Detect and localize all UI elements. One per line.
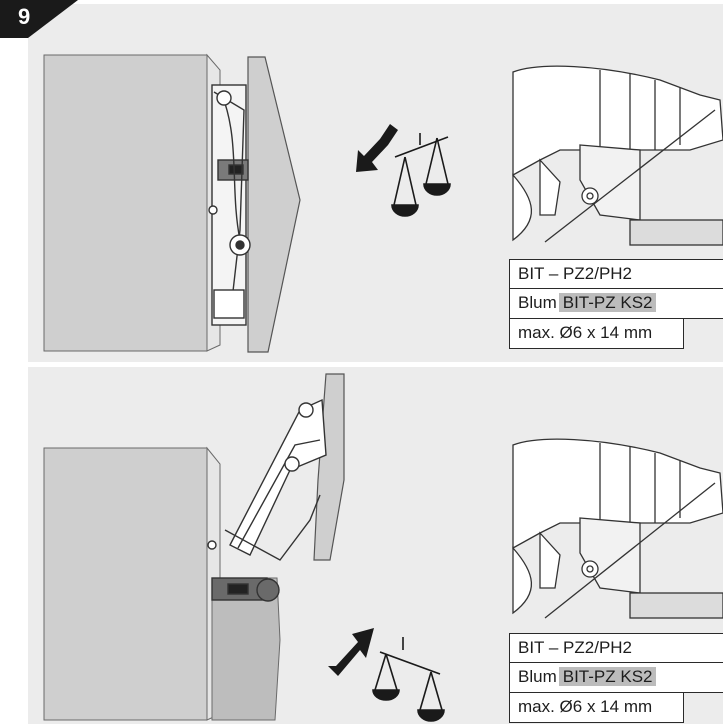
step-number: 9 [18,4,31,29]
arrow-up-right-icon [328,628,374,676]
balance-scale-icon [372,637,445,722]
spec-brand: Blum [518,293,557,312]
spec-brand: Blum [518,667,557,686]
spec-bit-row: BIT – PZ2/PH2 [509,259,723,289]
lift-mechanism-open [207,398,327,602]
spec-product-highlight: BIT-PZ KS2 [558,667,657,686]
arrow-down-left-icon [356,124,398,172]
spec-max-row: max. Ø6 x 14 mm [509,693,684,723]
drill-illustration-bottom [512,438,723,619]
cabinet-side-open [43,447,208,721]
balance-scale-icon [391,133,451,217]
spec-bit-row: BIT – PZ2/PH2 [509,633,723,663]
cabinet-side [43,54,208,352]
spec-max-row: max. Ø6 x 14 mm [509,319,684,349]
step-badge [0,0,78,38]
flap-door [247,56,301,353]
cabinet-open-illustration [43,373,723,722]
cabinet-closed-illustration [43,53,723,353]
spec-product-highlight: BIT-PZ KS2 [558,293,657,312]
drill-illustration [512,65,723,246]
flap-door-open [313,373,345,561]
panel-divider [28,362,723,367]
lift-mechanism [208,84,251,326]
